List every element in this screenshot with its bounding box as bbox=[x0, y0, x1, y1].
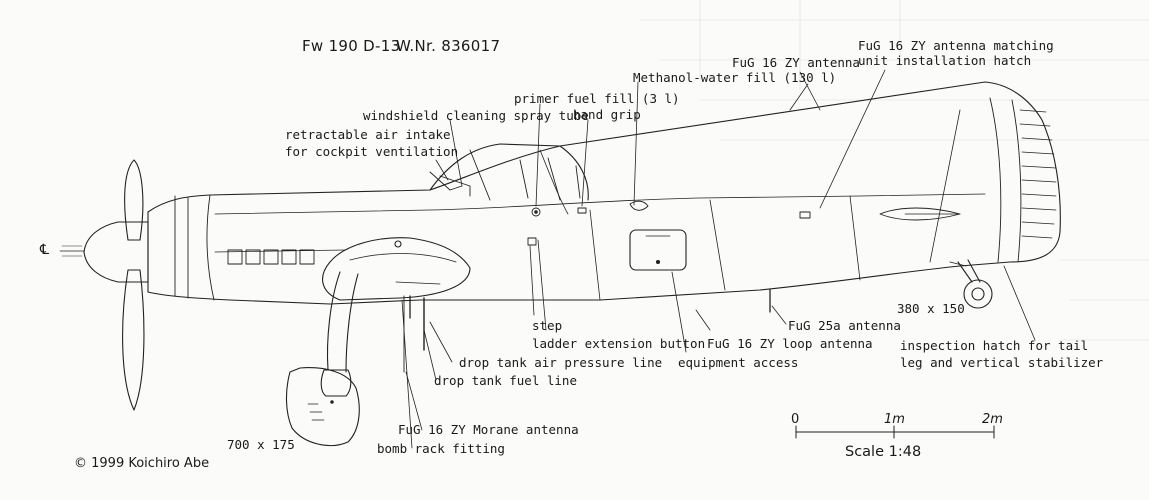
label-tail-wheel-size: 380 x 150 bbox=[897, 301, 965, 316]
tail-wheel bbox=[949, 259, 993, 309]
wing-and-landing-gear bbox=[285, 237, 471, 447]
canopy bbox=[429, 143, 589, 201]
label-fug25a-antenna: FuG 25a antenna bbox=[788, 318, 901, 333]
centerline-mark: ℄ bbox=[40, 242, 49, 258]
scale-tick-2m: 2m bbox=[982, 412, 1003, 427]
label-step: step bbox=[532, 318, 563, 333]
label-fug16zy-loop: FuG 16 ZY loop antenna bbox=[707, 336, 873, 351]
exhaust-stacks bbox=[227, 249, 315, 265]
equipment-access-hatch bbox=[629, 229, 687, 271]
label-matching-unit-2: unit installation hatch bbox=[858, 53, 1032, 68]
rudder-ribs bbox=[1019, 109, 1057, 239]
werknummer: W.Nr. 836017 bbox=[396, 37, 501, 55]
scale-label: Scale 1:48 bbox=[845, 444, 922, 460]
copyright: © 1999 Koichiro Abe bbox=[74, 456, 210, 471]
label-primer-fuel-fill: primer fuel fill (3 l) bbox=[514, 91, 680, 106]
label-hand-grip: hand grip bbox=[573, 107, 641, 122]
leader-lines bbox=[401, 69, 1036, 449]
scale-tick-0: 0 bbox=[791, 412, 800, 427]
label-bomb-rack: bomb rack fitting bbox=[377, 441, 505, 456]
label-fug16zy-antenna: FuG 16 ZY antenna bbox=[732, 55, 860, 70]
label-methanol-fill: Methanol-water fill (130 l) bbox=[633, 70, 837, 85]
label-morane-antenna: FuG 16 ZY Morane antenna bbox=[398, 422, 579, 437]
scale-tick-1m: 1m bbox=[884, 412, 905, 427]
label-air-intake-2: for cockpit ventilation bbox=[285, 144, 459, 159]
label-drop-tank-pressure: drop tank air pressure line bbox=[459, 355, 663, 370]
background-pattern bbox=[639, 0, 1149, 341]
label-air-intake-1: retractable air intake bbox=[285, 127, 451, 142]
label-drop-tank-fuel: drop tank fuel line bbox=[434, 373, 577, 388]
aircraft-model: Fw 190 D-13 bbox=[302, 37, 401, 55]
label-matching-unit-1: FuG 16 ZY antenna matching bbox=[858, 38, 1054, 53]
label-windshield-spray: windshield cleaning spray tube bbox=[363, 108, 589, 123]
fuselage-details bbox=[527, 200, 961, 313]
label-equipment-access: equipment access bbox=[678, 355, 799, 370]
fuselage bbox=[147, 81, 1061, 305]
scale-bar bbox=[795, 425, 995, 439]
propeller bbox=[59, 159, 149, 411]
label-inspection-hatch-2: leg and vertical stabilizer bbox=[900, 355, 1104, 370]
label-inspection-hatch-1: inspection hatch for tail bbox=[900, 338, 1089, 353]
label-ladder-button: ladder extension button bbox=[532, 336, 706, 351]
label-main-wheel-size: 700 x 175 bbox=[227, 437, 295, 452]
